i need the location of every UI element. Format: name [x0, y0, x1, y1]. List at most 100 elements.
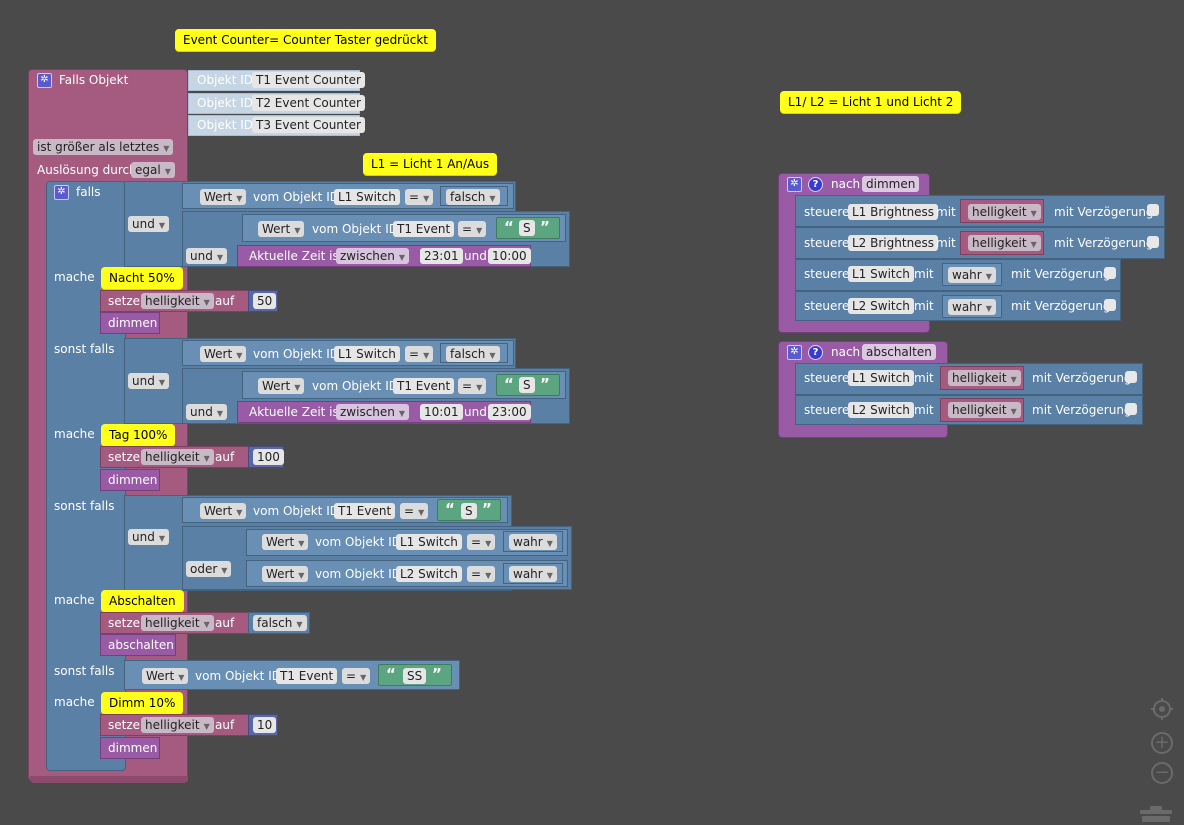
comment-branch4[interactable]: Dimm 10%	[101, 692, 184, 714]
delay-checkbox[interactable]	[1125, 371, 1137, 383]
objid-field[interactable]: L1 Switch	[848, 370, 914, 386]
objid-field[interactable]: L2 Switch	[848, 298, 914, 314]
gear-icon[interactable]: ✲	[54, 185, 69, 200]
operator-dropdown[interactable]: =▼	[405, 189, 434, 205]
bool-dropdown[interactable]: falsch▼	[446, 346, 500, 362]
bool-dropdown[interactable]: falsch▼	[253, 615, 307, 631]
operator-dropdown[interactable]: =▼	[458, 221, 487, 237]
oder-dropdown[interactable]: oder▼	[186, 561, 232, 577]
number-value[interactable]: 10	[253, 717, 277, 733]
und-dropdown[interactable]: und▼	[128, 373, 169, 389]
objid-value-2[interactable]: T2 Event Counter	[252, 95, 365, 111]
number-value[interactable]: 100	[253, 449, 284, 465]
wert-dropdown[interactable]: Wert▼	[262, 534, 309, 550]
objid-field[interactable]: L1 Switch	[396, 534, 462, 550]
wert-dropdown[interactable]: Wert▼	[200, 503, 247, 519]
comment-l1[interactable]: L1 = Licht 1 An/Aus	[363, 153, 498, 175]
zoom-out-icon[interactable]: −	[1151, 762, 1173, 784]
und-dropdown[interactable]: und▼	[186, 248, 227, 264]
call-abschalten[interactable]	[100, 634, 176, 656]
wert-label: Wert	[262, 222, 291, 236]
variable-dropdown[interactable]: helligkeit▼	[141, 615, 214, 631]
comment-branch2[interactable]: Tag 100%	[101, 424, 176, 446]
wert-dropdown[interactable]: Wert▼	[262, 566, 309, 582]
gear-icon[interactable]: ✲	[787, 345, 802, 360]
wert-dropdown[interactable]: Wert▼	[200, 346, 247, 362]
variable-dropdown[interactable]: helligkeit▼	[948, 370, 1021, 386]
bool-dropdown[interactable]: wahr▼	[509, 566, 557, 582]
objid-field[interactable]: L1 Switch	[334, 346, 400, 362]
text-value[interactable]: S	[519, 377, 535, 393]
objid-field[interactable]: T1 Event	[393, 378, 455, 394]
variable-dropdown[interactable]: helligkeit▼	[968, 235, 1041, 251]
variable-dropdown[interactable]: helligkeit▼	[141, 293, 214, 309]
objid-field[interactable]: T1 Event	[393, 221, 455, 237]
operator-dropdown[interactable]: =▼	[405, 346, 434, 362]
objid-value-3[interactable]: T3 Event Counter	[252, 117, 365, 133]
objid-field[interactable]: L2 Switch	[848, 402, 914, 418]
objid-field[interactable]: L2 Brightness	[848, 235, 939, 251]
time-to[interactable]: 10:00	[488, 248, 531, 264]
und-dropdown[interactable]: und▼	[128, 529, 169, 545]
gear-icon[interactable]: ✲	[37, 73, 52, 88]
delay-checkbox[interactable]	[1125, 403, 1137, 415]
variable-dropdown[interactable]: helligkeit▼	[968, 204, 1041, 220]
time-from[interactable]: 10:01	[420, 404, 463, 420]
bool-dropdown[interactable]: wahr▼	[509, 534, 557, 550]
variable-dropdown[interactable]: helligkeit▼	[141, 449, 214, 465]
comment-branch3[interactable]: Abschalten	[101, 590, 184, 612]
call-dimmen[interactable]	[100, 737, 160, 759]
delay-checkbox[interactable]	[1104, 299, 1116, 311]
operator-dropdown[interactable]: =▼	[467, 566, 496, 582]
wert-dropdown[interactable]: Wert▼	[258, 221, 305, 237]
trigger-dropdown[interactable]: egal▼	[131, 162, 175, 178]
operator-dropdown[interactable]: =▼	[342, 668, 371, 684]
zwischen-dropdown[interactable]: zwischen▼	[336, 248, 410, 264]
variable-dropdown[interactable]: helligkeit▼	[141, 717, 214, 733]
objid-field[interactable]: L1 Switch	[848, 266, 914, 282]
bool-dropdown[interactable]: falsch▼	[446, 189, 500, 205]
call-dimmen[interactable]	[100, 469, 160, 491]
objid-field[interactable]: T1 Event	[334, 503, 396, 519]
target-icon[interactable]	[1150, 697, 1174, 721]
chevron-down-icon: ▼	[298, 571, 305, 580]
objid-field[interactable]: L2 Switch	[396, 566, 462, 582]
wert-dropdown[interactable]: Wert▼	[258, 378, 305, 394]
objid-field[interactable]: T1 Event	[276, 668, 338, 684]
operator-dropdown[interactable]: =▼	[400, 503, 429, 519]
call-dimmen[interactable]	[100, 312, 160, 334]
time-to[interactable]: 23:00	[488, 404, 531, 420]
comment-branch1[interactable]: Nacht 50%	[101, 267, 183, 289]
text-value[interactable]: S	[461, 503, 477, 519]
condition-dropdown[interactable]: ist größer als letztes▼	[33, 139, 174, 155]
help-icon[interactable]: ?	[808, 345, 823, 360]
time-from[interactable]: 23:01	[420, 248, 463, 264]
number-value[interactable]: 50	[253, 293, 277, 309]
comment-l1l2[interactable]: L1/ L2 = Licht 1 und Licht 2	[780, 91, 962, 113]
objid-field[interactable]: L1 Brightness	[848, 204, 939, 220]
bool-dropdown[interactable]: wahr▼	[948, 299, 996, 315]
text-value[interactable]: S	[519, 220, 535, 236]
help-icon[interactable]: ?	[808, 177, 823, 192]
wert-dropdown[interactable]: Wert▼	[200, 189, 247, 205]
objid-value-1[interactable]: T1 Event Counter	[252, 72, 365, 88]
zoom-in-icon[interactable]: +	[1151, 732, 1173, 754]
text-value[interactable]: SS	[403, 668, 427, 684]
und-dropdown[interactable]: und▼	[186, 404, 227, 420]
operator-dropdown[interactable]: =▼	[458, 378, 487, 394]
proc-name[interactable]: dimmen	[862, 176, 920, 192]
gear-icon[interactable]: ✲	[787, 177, 802, 192]
zwischen-dropdown[interactable]: zwischen▼	[336, 404, 410, 420]
delay-checkbox[interactable]	[1147, 204, 1159, 216]
und-dropdown[interactable]: und▼	[128, 216, 169, 232]
delay-checkbox[interactable]	[1147, 236, 1159, 248]
objid-field[interactable]: L1 Switch	[334, 189, 400, 205]
trash-icon[interactable]	[1138, 804, 1174, 822]
operator-dropdown[interactable]: =▼	[467, 534, 496, 550]
wert-dropdown[interactable]: Wert▼	[142, 668, 189, 684]
delay-checkbox[interactable]	[1104, 267, 1116, 279]
comment-event-counter[interactable]: Event Counter= Counter Taster gedrückt	[175, 29, 436, 51]
proc-name[interactable]: abschalten	[862, 344, 936, 360]
bool-dropdown[interactable]: wahr▼	[948, 267, 996, 283]
variable-dropdown[interactable]: helligkeit▼	[948, 402, 1021, 418]
